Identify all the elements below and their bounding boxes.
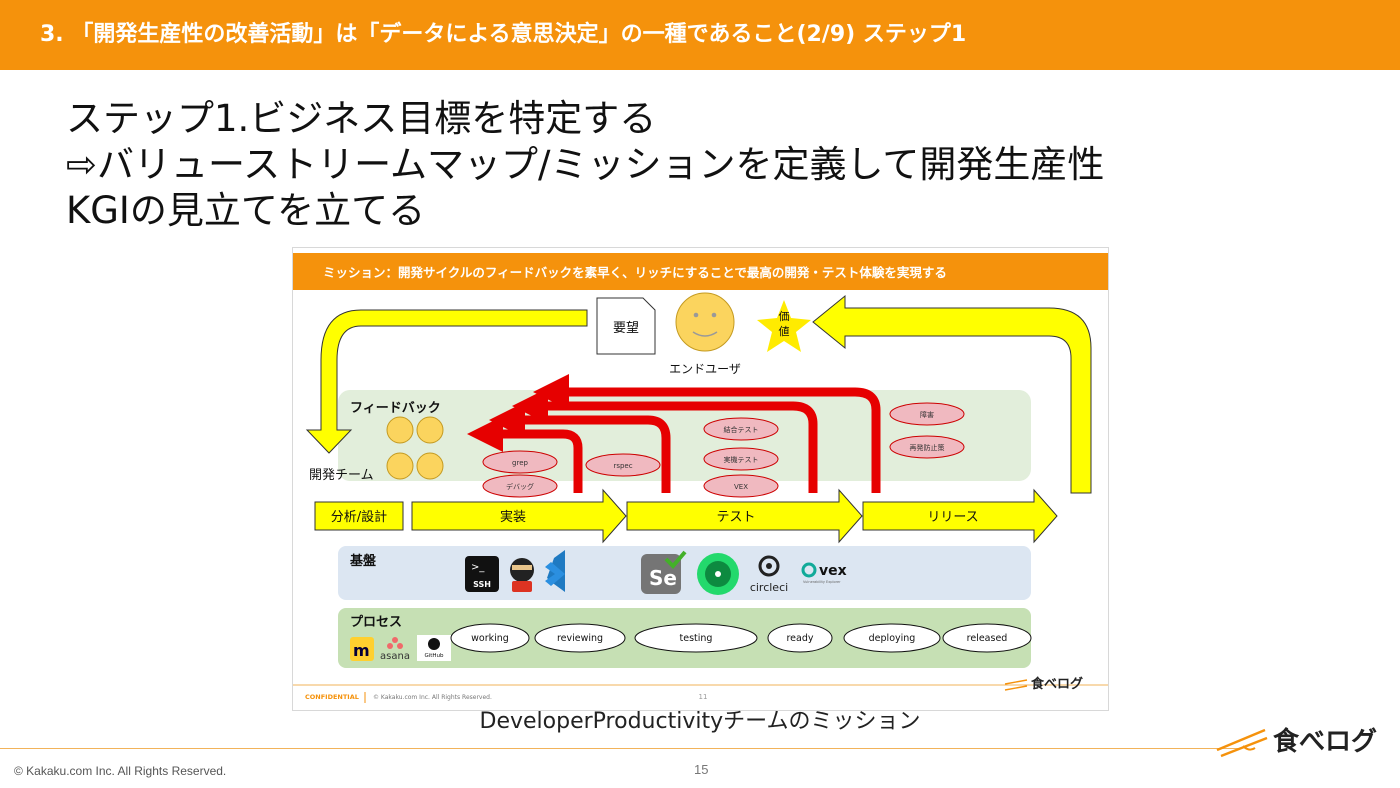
slide-page-number: 11 — [699, 693, 708, 701]
embedded-slide: ミッション：開発サイクルのフィードバックを素早く、リッチにすることで最高の開発・… — [292, 247, 1109, 711]
header-title: 3. 「開発生産性の改善活動」は「データによる意思決定」の一種であること(2/9… — [40, 22, 967, 47]
footer-logo-text: 食べログ — [1273, 726, 1377, 757]
header-bar: 3. 「開発生産性の改善活動」は「データによる意思決定」の一種であること(2/9… — [0, 0, 1400, 70]
stage-analysis — [314, 501, 404, 531]
github-label: GitHub — [424, 653, 444, 659]
request-label: 要望 — [613, 320, 639, 336]
pill-incident — [889, 402, 965, 426]
pill-incident-label: 障害 — [920, 410, 934, 419]
slide-confidential: CONFIDENTIAL — [305, 693, 359, 701]
return-arrow-left — [305, 309, 588, 454]
stage-release-label: リリース — [927, 510, 978, 525]
state-deploying-label: deploying — [869, 633, 916, 644]
footer-divider — [0, 748, 1240, 749]
selenium-icon: Se — [641, 550, 687, 594]
asana-label: asana — [380, 651, 410, 662]
pill-prevention — [889, 435, 965, 459]
stage-release — [862, 488, 1058, 544]
dev-team-label: 開発チーム — [309, 468, 374, 483]
pill-grep — [482, 450, 558, 474]
vex-logo-icon: vex Vulnerability Explorer — [801, 562, 847, 584]
footer-copyright: © Kakaku.com Inc. All Rights Reserved. — [14, 764, 227, 778]
pill-vex-label: VEX — [734, 483, 748, 491]
platform-title: 基盤 — [349, 553, 377, 569]
asana-icon: asana — [380, 637, 410, 662]
state-testing — [634, 623, 758, 653]
heading-line-1: ステップ1.ビジネス目標を特定する — [66, 97, 657, 140]
platform-band — [338, 546, 1031, 600]
stage-implementation-label: 実装 — [500, 509, 526, 525]
vex-label: vex — [819, 563, 847, 579]
pill-rspec — [585, 453, 661, 477]
state-released — [942, 623, 1032, 653]
footer-page-number: 15 — [694, 762, 709, 777]
value-star-char-2: 値 — [779, 325, 790, 338]
pill-vex — [703, 474, 779, 498]
cucumber-icon — [697, 553, 739, 595]
state-released-label: released — [967, 633, 1008, 644]
chopsticks-icon — [1216, 728, 1268, 758]
pill-integration-label: 結合テスト — [724, 425, 759, 434]
mission-banner: ミッション：開発サイクルのフィードバックを素早く、リッチにすることで最高の開発・… — [293, 253, 1108, 290]
return-arrow-right — [812, 294, 1092, 494]
state-deploying — [843, 623, 941, 653]
pill-debug-label: デバッグ — [506, 482, 534, 491]
state-ready-label: ready — [786, 633, 813, 644]
value-stream-diagram: 要望 エンドユーザ 価 値 フィードバック 開発チーム — [293, 292, 1108, 703]
value-star-char-1: 価 — [779, 310, 790, 323]
state-testing-label: testing — [680, 633, 713, 644]
stage-test — [626, 488, 863, 544]
svg-text:m: m — [353, 641, 370, 660]
process-title: プロセス — [350, 615, 402, 630]
pill-debug — [482, 474, 558, 498]
end-user-smiley-icon — [675, 292, 735, 352]
tabelog-logo: 食べログ — [1216, 726, 1377, 758]
state-ready — [767, 623, 833, 653]
slide-copyright: © Kakaku.com Inc. All Rights Reserved. — [373, 694, 492, 701]
stage-analysis-label: 分析/設計 — [331, 509, 387, 525]
stage-test-label: テスト — [716, 510, 755, 525]
mission-text: ミッション：開発サイクルのフィードバックを素早く、リッチにすることで最高の開発・… — [323, 265, 947, 280]
circleci-label: circleci — [750, 581, 788, 594]
circleci-icon: circleci — [750, 555, 788, 594]
request-document-icon — [596, 297, 656, 355]
heading-line-2: ⇨バリューストリームマップ/ミッションを定義して開発生産性 — [66, 143, 1105, 186]
heading-line-3: KGIの見立てを立てる — [66, 189, 426, 232]
dev-team-smiley-icons — [386, 416, 444, 480]
state-reviewing — [534, 623, 626, 653]
slide-chopsticks-icon — [1004, 679, 1028, 691]
vscode-icon — [545, 550, 565, 592]
miro-icon: m — [350, 637, 374, 661]
pill-grep-label: grep — [512, 459, 528, 467]
figure-caption: DeveloperProductivityチームのミッション — [479, 709, 921, 734]
feedback-title: フィードバック — [350, 401, 441, 416]
state-working-label: working — [471, 633, 509, 644]
end-user-label: エンドユーザ — [669, 362, 741, 376]
value-star-icon — [757, 300, 811, 352]
slide-heading: ステップ1.ビジネス目標を特定する ⇨バリューストリームマップ/ミッションを定義… — [66, 96, 1104, 234]
ssh-label: SSH — [473, 580, 491, 589]
state-reviewing-label: reviewing — [557, 633, 603, 644]
pill-integration-test — [703, 417, 779, 441]
ninja-bot-icon — [510, 558, 534, 592]
svg-text:Se: Se — [649, 566, 677, 590]
pill-prevention-label: 再発防止策 — [910, 443, 945, 452]
pill-device-test — [703, 447, 779, 471]
terminal-ssh-icon: >_ SSH — [465, 556, 499, 592]
svg-text:>_: >_ — [471, 562, 485, 573]
feedback-arrows — [467, 374, 881, 493]
vex-sub-label: Vulnerability Explorer — [803, 580, 841, 584]
state-working — [450, 623, 530, 653]
github-icon: GitHub — [417, 635, 451, 661]
pill-rspec-label: rspec — [613, 462, 632, 470]
stage-implementation — [411, 488, 627, 544]
slide-logo: 食べログ — [1031, 676, 1083, 692]
pill-device-label: 実機テスト — [724, 455, 759, 464]
